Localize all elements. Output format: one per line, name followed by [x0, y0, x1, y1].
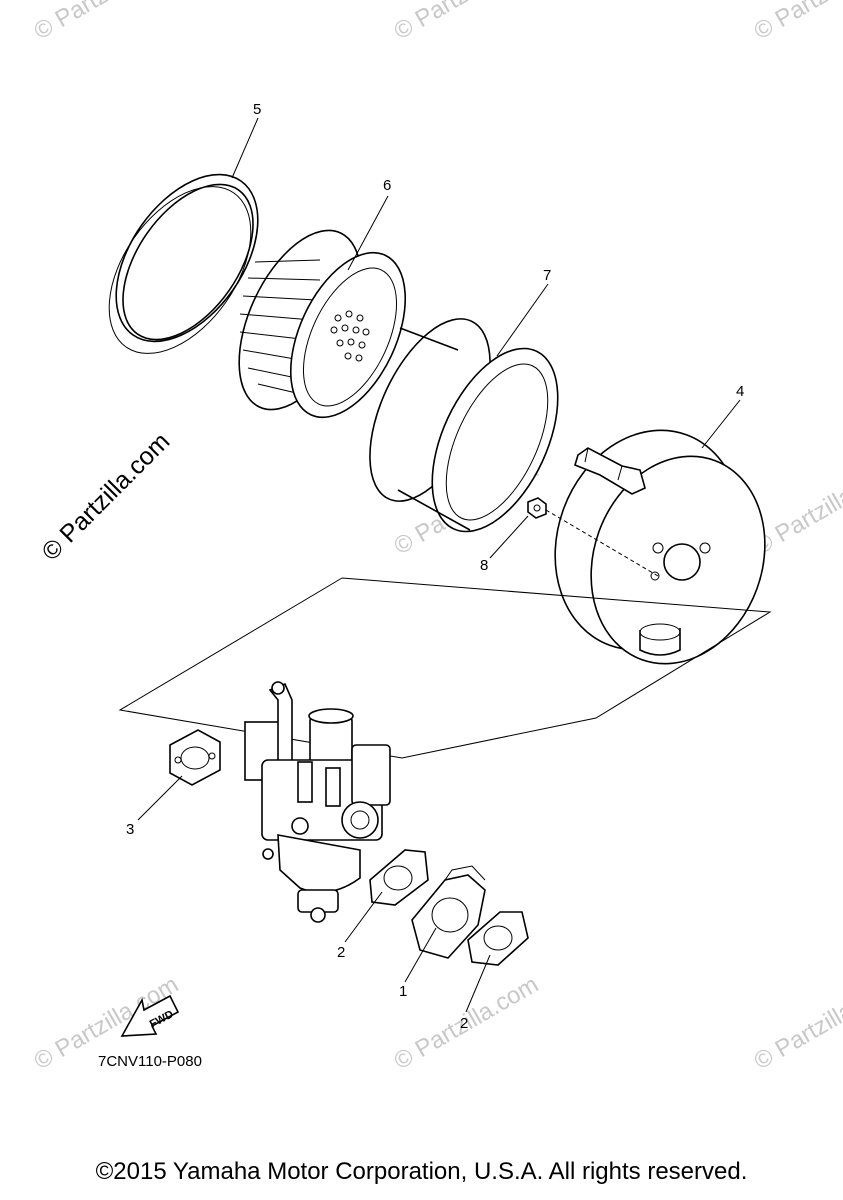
- callout-1: 1: [399, 983, 407, 1000]
- subassembly-outline: [118, 577, 772, 759]
- part-8-nut: [527, 497, 659, 577]
- callout-8: 8: [480, 557, 488, 574]
- part-2b-gasket: [467, 911, 529, 966]
- carburetor: [244, 681, 391, 923]
- part-7-foam-sleeve: [369, 318, 559, 533]
- callout-7: 7: [543, 267, 551, 284]
- watermark: © Partzilla.com: [750, 971, 843, 1075]
- callout-2a: 2: [337, 944, 345, 961]
- callout-2b: 2: [460, 1015, 468, 1032]
- callout-3: 3: [126, 821, 134, 838]
- watermark: © Partzilla.com: [30, 0, 184, 45]
- watermark: © Partzilla.com: [390, 0, 544, 45]
- leader-lines: [137, 117, 741, 1013]
- part-4-case: [554, 429, 766, 665]
- callout-5: 5: [253, 101, 261, 118]
- filter-holes: [330, 310, 370, 362]
- part-code: 7CNV110-P080: [98, 1053, 202, 1070]
- part-5-band: [108, 173, 259, 354]
- copyright-notice: ©2015 Yamaha Motor Corporation, U.S.A. A…: [95, 1158, 748, 1185]
- part-2a-gasket: [369, 849, 429, 906]
- callout-4: 4: [736, 383, 744, 400]
- partzilla-watermark: © Partzilla.com: [36, 427, 175, 566]
- part-3-gasket: [169, 729, 221, 786]
- callout-6: 6: [383, 177, 391, 194]
- watermark: © Partzilla.com: [750, 0, 843, 45]
- part-6-filter-element: [238, 229, 407, 419]
